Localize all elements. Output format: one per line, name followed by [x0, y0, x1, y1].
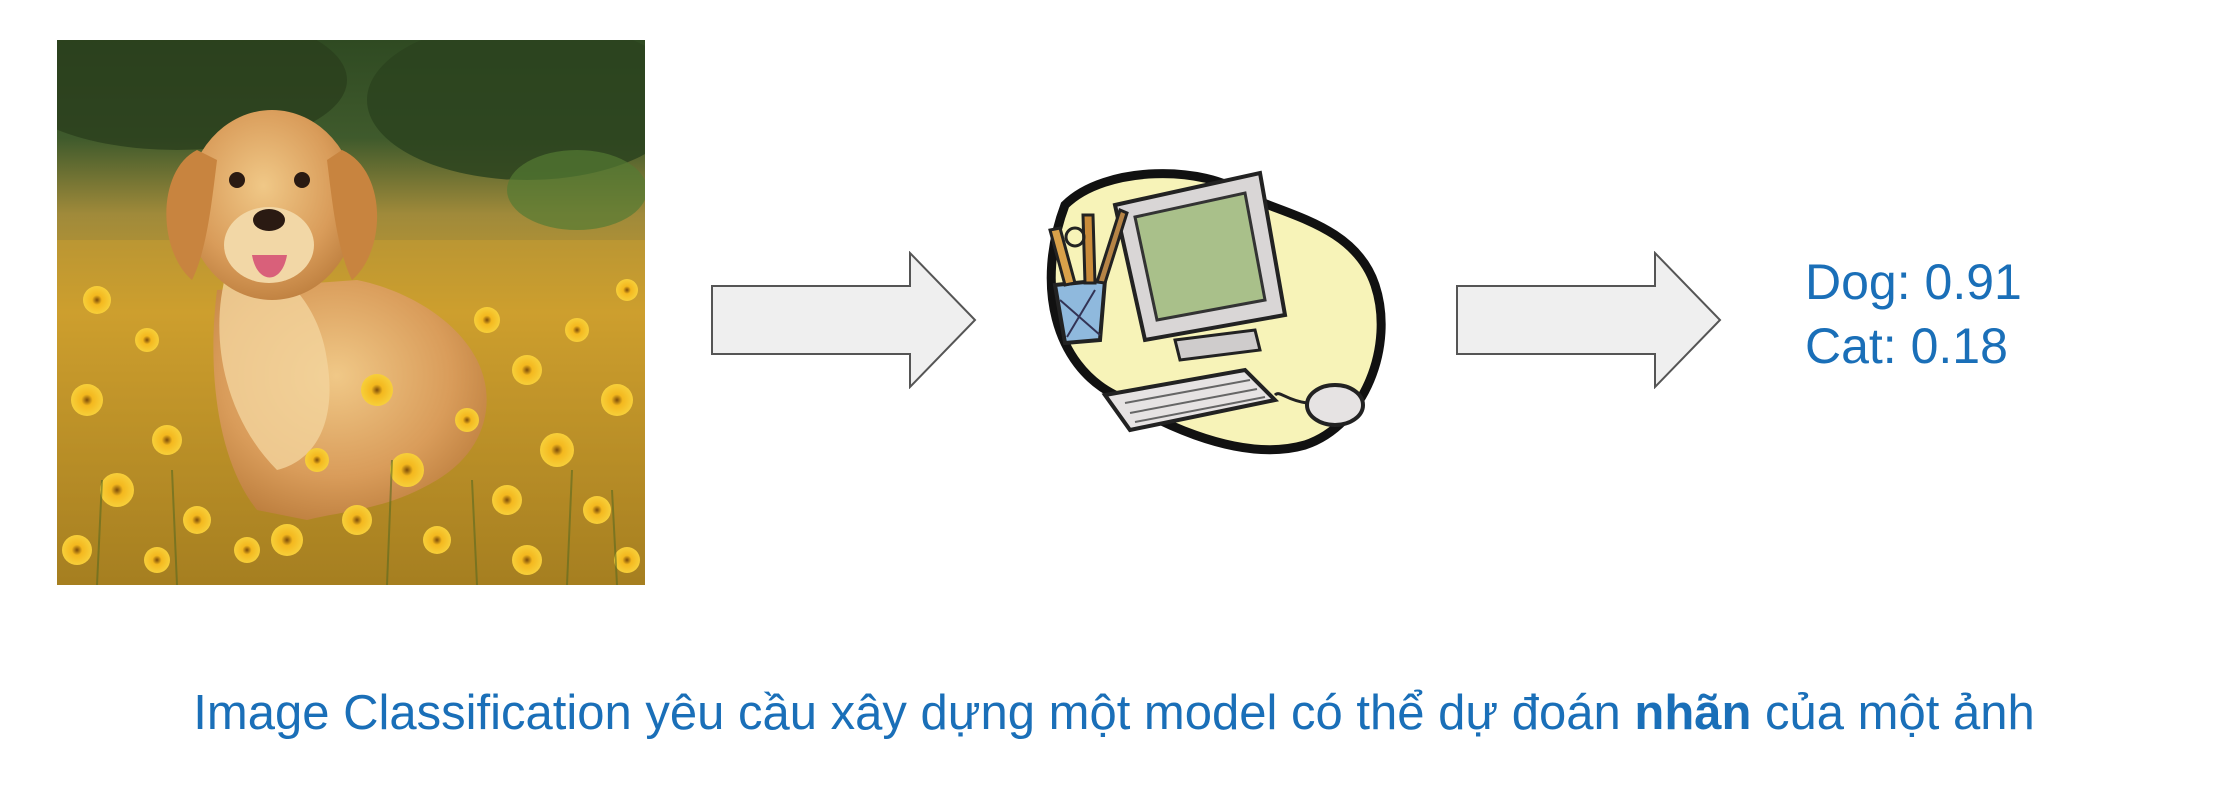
dog-photo-graphic	[7, 10, 687, 586]
dog-photo	[7, 10, 687, 586]
caption: Image Classification yêu cầu xây dựng mộ…	[0, 685, 2228, 741]
arrow-right-icon	[710, 250, 980, 390]
prediction-scores: Dog: 0.91 Cat: 0.18	[1805, 250, 2105, 378]
arrow-right-icon	[1455, 250, 1725, 390]
prediction-dog: Dog: 0.91	[1805, 254, 2022, 310]
computer-clipart-icon	[1035, 165, 1390, 465]
caption-text-after: của một ảnh	[1751, 686, 2035, 740]
caption-bold-label: nhãn	[1634, 686, 1752, 740]
caption-text-before: Image Classification yêu cầu xây dựng mộ…	[193, 686, 1635, 740]
prediction-cat: Cat: 0.18	[1805, 318, 2008, 374]
